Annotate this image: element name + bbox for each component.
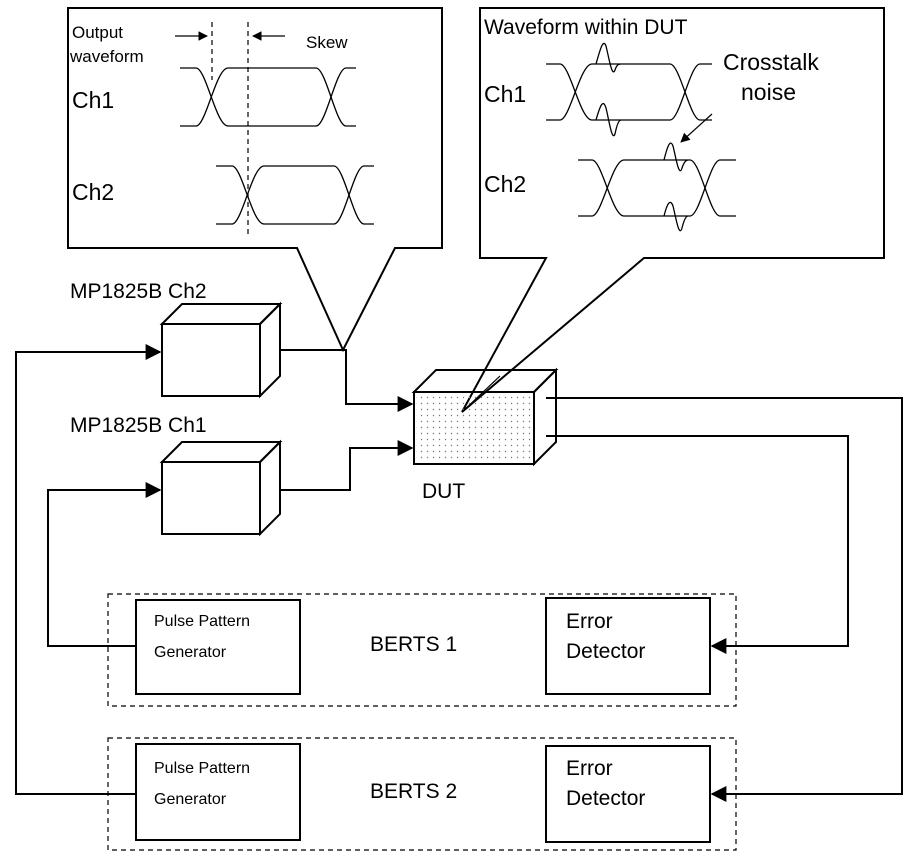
berts2-ed-label-2: Detector: [566, 787, 645, 810]
eye-dut-ch2-lower: [578, 159, 736, 217]
berts-2: Pulse Pattern Generator BERTS 2 Error De…: [107, 737, 737, 851]
mp-ch2-to-dut-wire: [280, 349, 414, 412]
dut: DUT: [411, 367, 559, 503]
output-waveform-label-2: waveform: [69, 47, 144, 66]
callout-output-waveform: Output waveform Skew Ch1 Ch2: [67, 7, 443, 353]
mp1825b-ch2: MP1825B Ch2: [70, 280, 283, 399]
crosstalk-label-2: noise: [741, 79, 796, 105]
eye-ch2-lower: [216, 165, 374, 225]
mp1825b-ch1: MP1825B Ch1: [70, 414, 283, 537]
ch2-label-right: Ch2: [484, 171, 526, 197]
eye-dut-ch1-lower: [546, 63, 712, 121]
output-waveform-label-1: Output: [72, 23, 123, 42]
berts2-ppg-label-1: Pulse Pattern: [154, 760, 250, 777]
eye-ch1-upper: [180, 67, 356, 127]
dut-to-ed2-wire: [546, 397, 903, 802]
dut-callout-pointer: [461, 375, 501, 413]
dut-to-ed1-wire: [546, 435, 849, 654]
dut-waveform-title: Waveform within DUT: [484, 16, 688, 39]
berts2-ed-label-1: Error: [566, 757, 613, 780]
cube-front: [161, 461, 261, 535]
crosstalk-label-1: Crosstalk: [723, 49, 819, 75]
eye-ch1-lower: [180, 67, 356, 127]
ppg1-to-mp-ch1-wire: [47, 482, 162, 647]
callout-left-frame: [67, 7, 443, 353]
skew-label: Skew: [306, 33, 348, 52]
berts2-ppg-label-2: Generator: [154, 791, 227, 808]
cube-side: [259, 439, 281, 537]
cube-side: [259, 301, 281, 399]
eye-dut-ch2-upper: [578, 159, 736, 217]
berts1-ed-label-1: Error: [566, 610, 613, 633]
crosstalk-arrow: [680, 113, 713, 143]
ppg2-to-mp-ch2-wire: [15, 344, 162, 795]
berts-1: Pulse Pattern Generator BERTS 1 Error De…: [107, 593, 737, 707]
mp1825b-ch2-label: MP1825B Ch2: [70, 280, 207, 303]
mp1825b-ch1-label: MP1825B Ch1: [70, 414, 207, 437]
ch2-label-left: Ch2: [72, 179, 114, 205]
callout-waveform-within-dut: Waveform within DUT Crosstalk noise Ch1 …: [461, 7, 885, 413]
berts1-error-detector: [545, 597, 711, 695]
ch1-label-right: Ch1: [484, 81, 526, 107]
ch2-glitch-top: [663, 142, 689, 172]
callout-right-frame: [461, 7, 885, 413]
dut-side: [533, 367, 557, 467]
connections: [15, 344, 903, 802]
berts1-label: BERTS 1: [370, 633, 457, 656]
dut-front: [413, 391, 535, 465]
dut-top: [411, 369, 559, 393]
ch1-glitch-bottom: [595, 103, 622, 137]
berts2-error-detector: [545, 745, 711, 843]
berts1-ed-label-2: Detector: [566, 640, 645, 663]
berts2-label: BERTS 2: [370, 780, 457, 803]
ch1-glitch-top: [595, 42, 622, 73]
berts1-ppg-label-2: Generator: [154, 644, 227, 661]
dut-label: DUT: [422, 480, 465, 503]
cube-front: [161, 323, 261, 397]
berts1-ppg-label-1: Pulse Pattern: [154, 613, 250, 630]
berts2-pulse-pattern-generator: [135, 743, 301, 841]
eye-ch2-upper: [216, 165, 374, 225]
dut-texture: [416, 394, 532, 462]
eye-dut-ch1-upper: [546, 63, 712, 121]
berts1-pulse-pattern-generator: [135, 599, 301, 695]
berts1-boundary: [107, 593, 737, 707]
mp-ch1-to-dut-wire: [280, 440, 414, 491]
ch2-glitch-bottom: [663, 201, 689, 232]
ch1-label-left: Ch1: [72, 87, 114, 113]
